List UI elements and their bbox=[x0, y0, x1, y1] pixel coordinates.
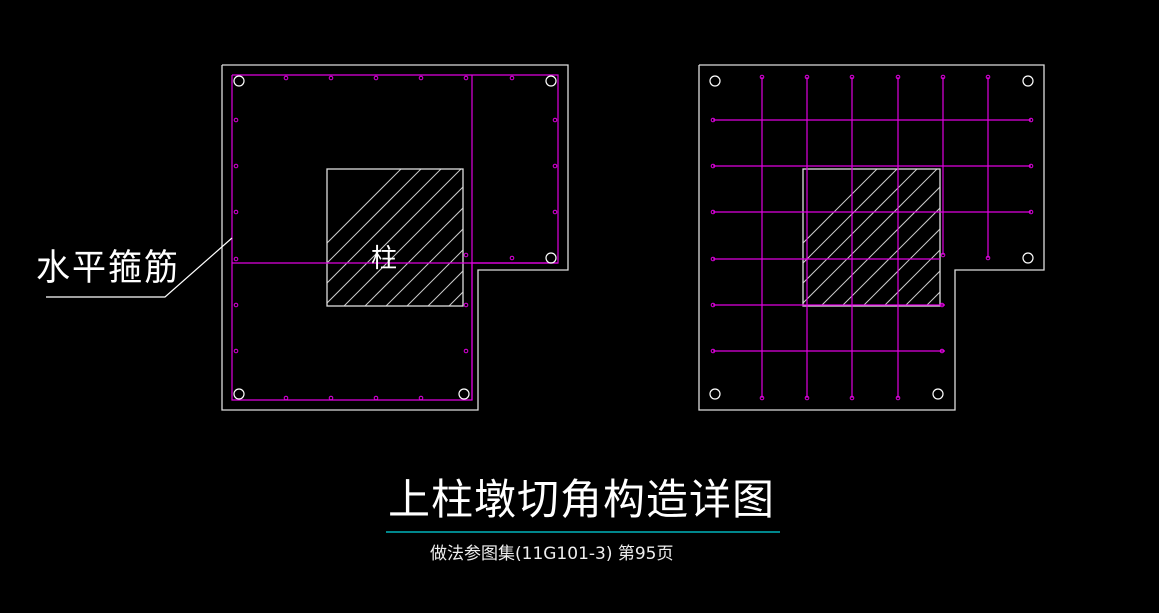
right-corner-bars bbox=[709, 75, 1034, 400]
left-corner-bars bbox=[233, 75, 557, 400]
left-view-stirrups bbox=[46, 64, 569, 411]
right-view-grid bbox=[698, 64, 1045, 411]
left-column-hatch bbox=[327, 169, 463, 306]
left-small-bars bbox=[233, 75, 558, 401]
right-column-hatch bbox=[803, 169, 940, 306]
left-pier-outline bbox=[221, 64, 569, 411]
callout-label: 水平箍筋 bbox=[36, 247, 180, 290]
left-column bbox=[326, 168, 464, 307]
column-label: 柱 bbox=[371, 244, 398, 274]
drawing-title: 上柱墩切角构造详图 bbox=[388, 475, 776, 524]
right-pier-outline bbox=[698, 64, 1045, 411]
right-column bbox=[802, 168, 941, 307]
reference-note: 做法参图集(11G101-3) 第95页 bbox=[430, 544, 674, 564]
callout-leader bbox=[46, 237, 233, 298]
rebar-grid bbox=[713, 77, 1031, 398]
